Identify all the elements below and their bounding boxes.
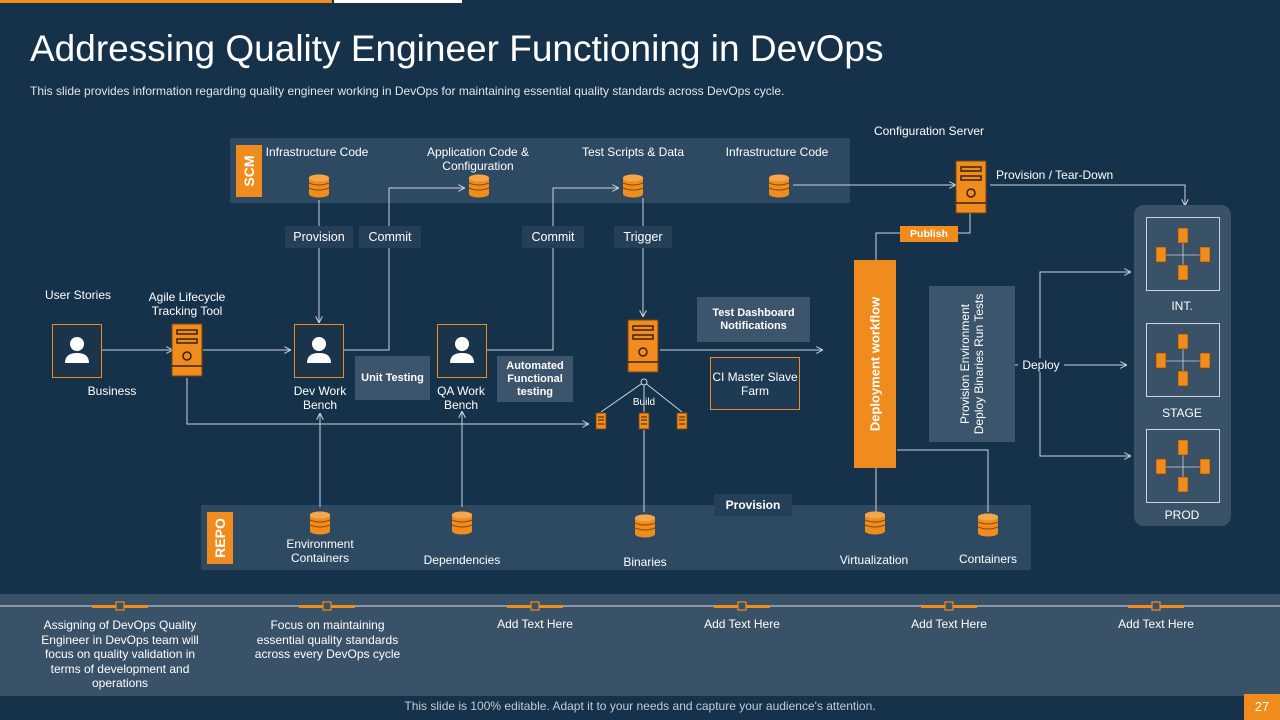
deployment-workflow-bar: Deployment workflow (854, 260, 896, 468)
environments-panel (1134, 205, 1231, 526)
bottom-note: This slide is 100% editable. Adapt it to… (404, 699, 876, 713)
footer-item-5: Add Text Here (911, 617, 987, 631)
provision-teardown-label: Provision / Tear-Down (996, 168, 1114, 182)
trigger-tag: Trigger (614, 226, 672, 248)
env-prod-label: PROD (1164, 508, 1200, 522)
env-prod-servers-icon (1155, 439, 1211, 493)
scm-infra-db-2-icon (768, 174, 790, 198)
publish-tag: Publish (900, 226, 958, 242)
scm-infra-db-icon (308, 174, 330, 198)
deployment-workflow-label: Deployment workflow (867, 296, 883, 432)
accent-line-white (334, 0, 462, 3)
developer-icon (307, 337, 331, 363)
env-int-box (1146, 217, 1220, 291)
business-label: Business (87, 384, 137, 398)
repo-virtualization-label: Virtualization (839, 553, 909, 567)
build-node-3-icon (676, 412, 688, 430)
repo-dep-db-icon (451, 511, 473, 535)
agile-tool-label: Agile Lifecycle Tracking Tool (148, 290, 226, 318)
test-dashboard-box: Test Dashboard Notifications (697, 297, 810, 342)
env-prod-box (1146, 429, 1220, 503)
ci-master-box: CI Master Slave Farm (710, 357, 800, 410)
repo-env-containers-label: Environment Containers (286, 537, 354, 565)
scm-test-db-icon (622, 174, 644, 198)
repo-containers-db-icon (977, 513, 999, 537)
user-icon (65, 337, 89, 363)
scm-band (230, 138, 850, 203)
dev-bench-label: Dev Work Bench (293, 384, 347, 412)
slide-title: Addressing Quality Engineer Functioning … (30, 28, 884, 69)
repo-binaries-db-icon (634, 514, 656, 538)
repo-dependencies-label: Dependencies (423, 553, 501, 567)
footer-item-4: Add Text Here (704, 617, 780, 631)
footer-item-6: Add Text Here (1118, 617, 1194, 631)
qa-bench-box (437, 324, 487, 378)
repo-env-db-icon (309, 511, 331, 535)
build-node-1-icon (595, 412, 607, 430)
footer-item-1: Assigning of DevOps Quality Engineer in … (41, 618, 199, 690)
qa-user-icon (450, 337, 474, 363)
scm-label-bar: SCM (236, 145, 262, 197)
ci-server-icon (627, 319, 659, 373)
repo-containers-label: Containers (958, 552, 1018, 566)
qa-bench-label: QA Work Bench (437, 384, 485, 412)
dev-bench-box (294, 324, 344, 378)
unit-testing-box: Unit Testing (355, 356, 430, 400)
env-int-servers-icon (1155, 227, 1211, 281)
env-stage-servers-icon (1155, 333, 1211, 387)
accent-line-orange (0, 0, 332, 3)
build-label: Build (632, 397, 656, 408)
repo-provision-tag: Provision (714, 494, 792, 516)
commit-tag-1: Commit (359, 226, 421, 248)
repo-binaries-label: Binaries (623, 555, 667, 569)
scm-infra-code-2-label: Infrastructure Code (725, 145, 829, 159)
footer-item-3: Add Text Here (497, 617, 573, 631)
page-number: 27 (1244, 694, 1280, 720)
repo-band (201, 505, 1031, 570)
slide-subtitle: This slide provides information regardin… (30, 84, 785, 98)
scm-app-db-icon (468, 174, 490, 198)
deploy-label: Deploy (1018, 358, 1064, 372)
provision-steps-box: Provision Environment Deploy Binaries Ru… (929, 286, 1015, 442)
env-stage-label: STAGE (1162, 406, 1202, 420)
provision-steps-label: Provision Environment Deploy Binaries Ru… (958, 293, 986, 435)
config-server-label: Configuration Server (873, 124, 985, 138)
scm-infra-code-label: Infrastructure Code (265, 145, 369, 159)
commit-tag-2: Commit (522, 226, 584, 248)
agile-tool-server-icon (171, 323, 203, 377)
env-int-label: INT. (1171, 299, 1193, 313)
footer-item-2: Focus on maintaining essential quality s… (254, 618, 401, 661)
build-node-2-icon (638, 412, 650, 430)
repo-label-bar: REPO (207, 512, 233, 564)
scm-app-code-label: Application Code & Configuration (426, 145, 530, 173)
provision-tag: Provision (285, 226, 353, 248)
repo-virtualization-db-icon (864, 511, 886, 535)
automated-testing-box: Automated Functional testing (497, 356, 573, 402)
scm-test-scripts-label: Test Scripts & Data (581, 145, 685, 159)
user-stories-box (52, 324, 102, 378)
env-stage-box (1146, 323, 1220, 397)
config-server-icon (955, 160, 987, 214)
user-stories-label: User Stories (44, 288, 112, 302)
